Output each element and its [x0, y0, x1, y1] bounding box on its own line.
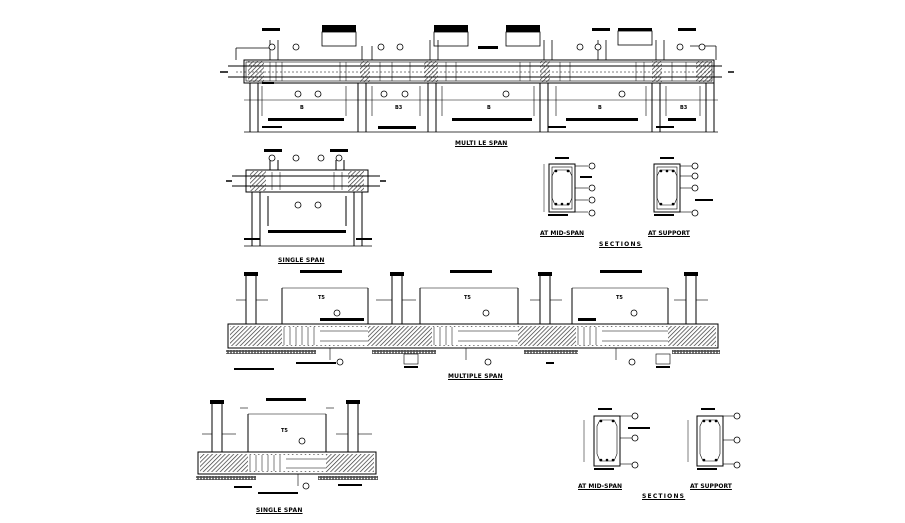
span-mark-2: B3 — [395, 105, 403, 111]
mid-span-marks: T5 T5 T5 — [318, 295, 623, 301]
section-mid-span-bottom — [583, 408, 650, 470]
section-support-bottom — [687, 408, 741, 470]
span-mark-5: B3 — [680, 105, 688, 111]
section-mid-span-top — [543, 157, 596, 217]
section-support-top — [653, 157, 713, 217]
single-span-slab — [196, 398, 378, 494]
label-sections-bottom: SECTIONS — [642, 493, 686, 500]
top-span-marks: B B3 B B B3 — [300, 105, 688, 111]
label-at-support-top: AT SUPPORT — [648, 230, 690, 237]
label-at-support-bottom: AT SUPPORT — [690, 483, 732, 490]
single-span-beam-top — [226, 149, 386, 247]
span-mark-1: B — [300, 105, 304, 111]
multi-span-beam-top — [220, 25, 734, 133]
single-span-mark: T5 — [281, 428, 288, 434]
label-at-mid-span-top: AT MID-SPAN — [540, 230, 584, 237]
label-sections-top: SECTIONS — [599, 241, 643, 248]
label-single-span-top: SINGLE SPAN — [278, 257, 325, 264]
mid-span-mark-3: T5 — [616, 295, 623, 301]
multiple-span-slab — [226, 270, 720, 370]
label-multiple-span-mid: MULTIPLE SPAN — [448, 373, 503, 380]
mid-span-mark-2: T5 — [464, 295, 471, 301]
mid-span-mark-1: T5 — [318, 295, 325, 301]
label-multi-span-top: MULTI LE SPAN — [455, 140, 508, 147]
span-mark-4: B — [598, 105, 602, 111]
label-at-mid-span-bottom: AT MID-SPAN — [578, 483, 622, 490]
label-single-span-bottom: SINGLE SPAN — [256, 507, 303, 514]
span-mark-3: B — [487, 105, 491, 111]
